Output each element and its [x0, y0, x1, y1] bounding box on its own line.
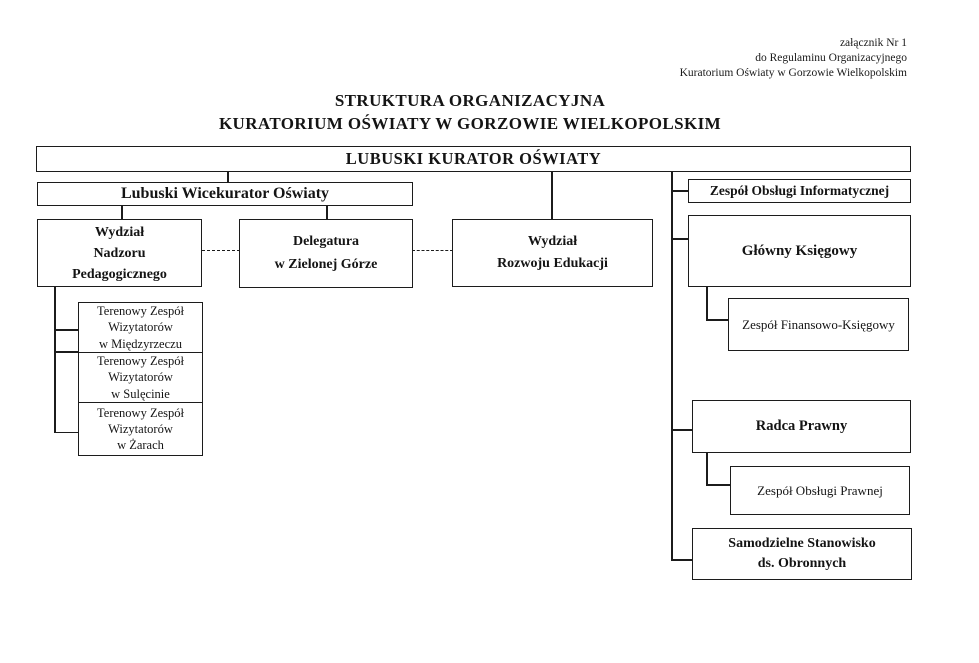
org-box-zespol-informatyczny: Zespół Obsługi Informatycznej — [688, 179, 911, 203]
connector-nadzor-terenowe-spine — [54, 287, 56, 433]
zespol-obslugi-prawnej-label: Zespół Obsługi Prawnej — [757, 482, 883, 498]
annotation-block: załącznik Nr 1 do Regulaminu Organizacyj… — [680, 36, 907, 81]
org-box-delegatura: Delegatura w Zielonej Górze — [239, 219, 413, 288]
connector-terenowy-3 — [54, 431, 79, 434]
zespol-informatyczny-label: Zespół Obsługi Informatycznej — [709, 183, 890, 198]
connector-root-deputy — [227, 171, 229, 182]
wydzial-nadzoru-line-3: Pedagogicznego — [72, 266, 167, 282]
connector-terenowy-1 — [54, 329, 79, 331]
terenowy-2-line-3: w Sulęcinie — [111, 386, 170, 401]
org-box-terenowy-sulecin: Terenowy Zespół Wizytatorów w Sulęcinie — [78, 351, 203, 404]
org-box-zespol-obslugi-prawnej: Zespół Obsługi Prawnej — [730, 466, 910, 515]
radca-prawny-label: Radca Prawny — [755, 418, 848, 434]
wydzial-nadzoru-line-1: Wydział — [94, 224, 145, 240]
samodzielne-stanowisko-line-1: Samodzielne Stanowisko — [728, 535, 876, 551]
terenowy-1-line-1: Terenowy Zespół — [97, 304, 184, 319]
wydzial-rozwoju-line-1: Wydział — [527, 233, 578, 249]
org-box-glowny-ksiegowy: Główny Księgowy — [688, 215, 911, 287]
connector-right-spine — [671, 171, 673, 561]
annotation-line-1: załącznik Nr 1 — [839, 37, 907, 49]
wydzial-nadzoru-line-2: Nadzoru — [93, 245, 146, 261]
page-title-line-2: KURATORIUM OŚWIATY W GORZOWIE WIELKOPOLS… — [218, 113, 722, 133]
org-box-wicekurator: Lubuski Wicekurator Oświaty — [37, 182, 413, 206]
samodzielne-stanowisko-line-2: ds. Obronnych — [757, 556, 847, 571]
connector-terenowy-2 — [54, 351, 79, 353]
delegatura-line-1: Delegatura — [292, 234, 360, 250]
annotation-line-3: Kuratorium Oświaty w Gorzowie Wielkopols… — [679, 67, 907, 79]
dashed-connector-nadzor-delegatura — [202, 250, 240, 251]
org-box-wydzial-rozwoju: Wydział Rozwoju Edukacji — [452, 219, 653, 287]
terenowy-1-line-3: w Międzyrzeczu — [99, 336, 182, 351]
connector-radca-elbow-h — [706, 484, 731, 486]
terenowy-3-line-3: w Żarach — [117, 438, 164, 453]
connector-deputy-delegatura — [326, 205, 328, 219]
connector-spine-radca — [671, 429, 693, 431]
delegatura-line-2: w Zielonej Górze — [274, 256, 378, 272]
connector-ksiegowy-elbow-v — [706, 286, 708, 321]
terenowy-2-line-1: Terenowy Zespół — [97, 354, 184, 369]
org-box-terenowy-miedzyrzecz: Terenowy Zespół Wizytatorów w Międzyrzec… — [78, 302, 203, 353]
terenowy-1-line-2: Wizytatorów — [108, 320, 173, 335]
connector-spine-informatyczny — [671, 190, 689, 192]
connector-deputy-nadzor — [121, 205, 123, 219]
zespol-finansowo-ksiegowy-label: Zespół Finansowo-Księgowy — [742, 316, 895, 332]
page-title: STRUKTURA ORGANIZACYJNA KURATORIUM OŚWIA… — [0, 90, 940, 135]
connector-root-rozwoj — [551, 171, 553, 219]
connector-spine-obronne — [671, 559, 693, 561]
wydzial-rozwoju-line-2: Rozwoju Edukacji — [497, 256, 608, 271]
terenowy-3-line-2: Wizytatorów — [108, 421, 173, 436]
org-box-wydzial-nadzoru: Wydział Nadzoru Pedagogicznego — [37, 219, 202, 287]
org-box-zespol-finansowo-ksiegowy: Zespół Finansowo-Księgowy — [728, 298, 909, 351]
connector-ksiegowy-elbow-h — [706, 319, 729, 321]
org-box-lubuski-kurator: LUBUSKI KURATOR OŚWIATY — [36, 146, 911, 172]
terenowy-2-line-2: Wizytatorów — [108, 370, 173, 385]
org-box-terenowy-zary: Terenowy Zespół Wizytatorów w Żarach — [78, 402, 203, 456]
glowny-ksiegowy-label: Główny Księgowy — [741, 242, 858, 259]
annotation-line-2: do Regulaminu Organizacyjnego — [755, 52, 907, 64]
org-box-samodzielne-stanowisko: Samodzielne Stanowisko ds. Obronnych — [692, 528, 912, 580]
org-box-lubuski-kurator-label: LUBUSKI KURATOR OŚWIATY — [345, 149, 602, 168]
org-box-wicekurator-label: Lubuski Wicekurator Oświaty — [120, 185, 330, 202]
connector-spine-ksiegowy — [671, 238, 689, 240]
connector-radca-elbow-v — [706, 452, 708, 486]
dashed-connector-delegatura-rozwoj — [412, 250, 453, 251]
org-box-radca-prawny: Radca Prawny — [692, 400, 911, 453]
page-title-line-1: STRUKTURA ORGANIZACYJNA — [334, 91, 606, 110]
terenowy-3-line-1: Terenowy Zespół — [97, 405, 184, 420]
